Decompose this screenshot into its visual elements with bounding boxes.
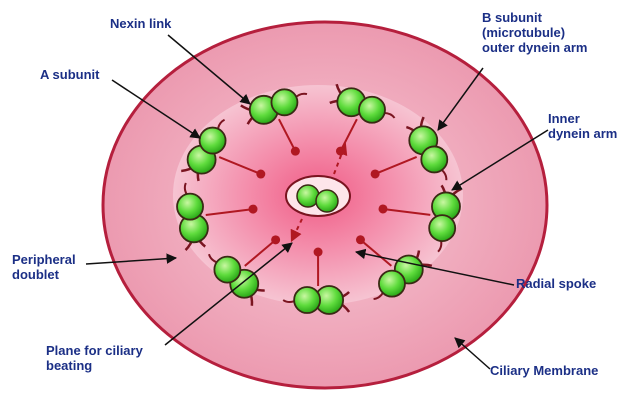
radial-spoke-head (356, 235, 365, 244)
label-a-subunit: A subunit (40, 67, 99, 82)
label-nexin-link: Nexin link (110, 16, 171, 31)
radial-spoke-head (371, 169, 380, 178)
b-subunit-microtubule (379, 271, 405, 297)
radial-spoke-head (256, 170, 265, 179)
central-microtubule-right (316, 190, 338, 212)
radial-spoke-head (249, 205, 258, 214)
central-pair (286, 176, 350, 216)
label-peripheral-doublet: Peripheral doublet (12, 252, 76, 282)
b-subunit-microtubule (429, 215, 455, 241)
radial-spoke-head (291, 147, 300, 156)
label-plane-for-ciliary-beating: Plane for ciliary beating (46, 343, 143, 373)
b-subunit-microtubule (214, 257, 240, 283)
radial-spoke-head (314, 247, 323, 256)
b-subunit-microtubule (421, 146, 447, 172)
b-subunit-microtubule (200, 128, 226, 154)
label-radial-spoke: Radial spoke (516, 276, 596, 291)
b-subunit-microtubule (177, 194, 203, 220)
label-inner-dynein-arm: Inner dynein arm (548, 111, 617, 141)
label-b-subunit: B subunit (microtubule) outer dynein arm (482, 10, 587, 55)
radial-spoke-head (271, 235, 280, 244)
b-subunit-microtubule (271, 89, 297, 115)
radial-spoke-head (379, 204, 388, 213)
b-subunit-microtubule (359, 97, 385, 123)
label-ciliary-membrane: Ciliary Membrane (490, 363, 598, 378)
b-subunit-microtubule (294, 287, 320, 313)
